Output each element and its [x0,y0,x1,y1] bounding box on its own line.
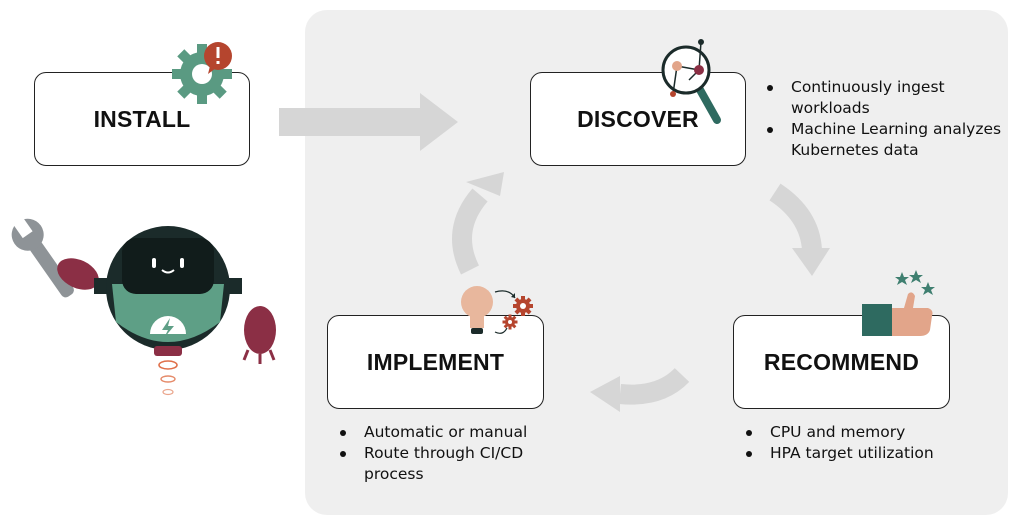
thumbs-up-stars-icon [862,270,935,336]
list-item: Automatic or manual [337,422,577,443]
list-item: HPA target utilization [743,443,1003,464]
recommend-to-implement-arrow [619,367,690,405]
discover-to-recommend-arrow [769,183,822,252]
list-item: Route through CI/CD process [337,443,577,485]
implement-label: IMPLEMENT [366,348,505,375]
robot-mascot [11,216,276,396]
magnifier-network-icon [661,39,721,124]
implement-box: IMPLEMENT [327,315,544,409]
wrench-icon [11,216,74,298]
implement-bullets: Automatic or manual Route through CI/CD … [337,422,577,485]
install-label: INSTALL [93,105,191,132]
gear-alert-icon [172,42,232,104]
list-item: Continuously ingest workloads [764,77,1004,119]
install-to-discover-arrow [279,93,458,151]
recommend-bullets: CPU and memory HPA target utilization [743,422,1003,464]
implement-to-discover-arrow [452,188,488,275]
lightbulb-gears-icon [461,286,533,334]
list-item: Machine Learning analyzes Kubernetes dat… [764,119,1004,161]
list-item: CPU and memory [743,422,1003,443]
discover-label: DISCOVER [577,105,699,132]
recommend-label: RECOMMEND [763,348,920,375]
discover-bullets: Continuously ingest workloads Machine Le… [764,77,1004,161]
discover-box: DISCOVER [530,72,746,166]
